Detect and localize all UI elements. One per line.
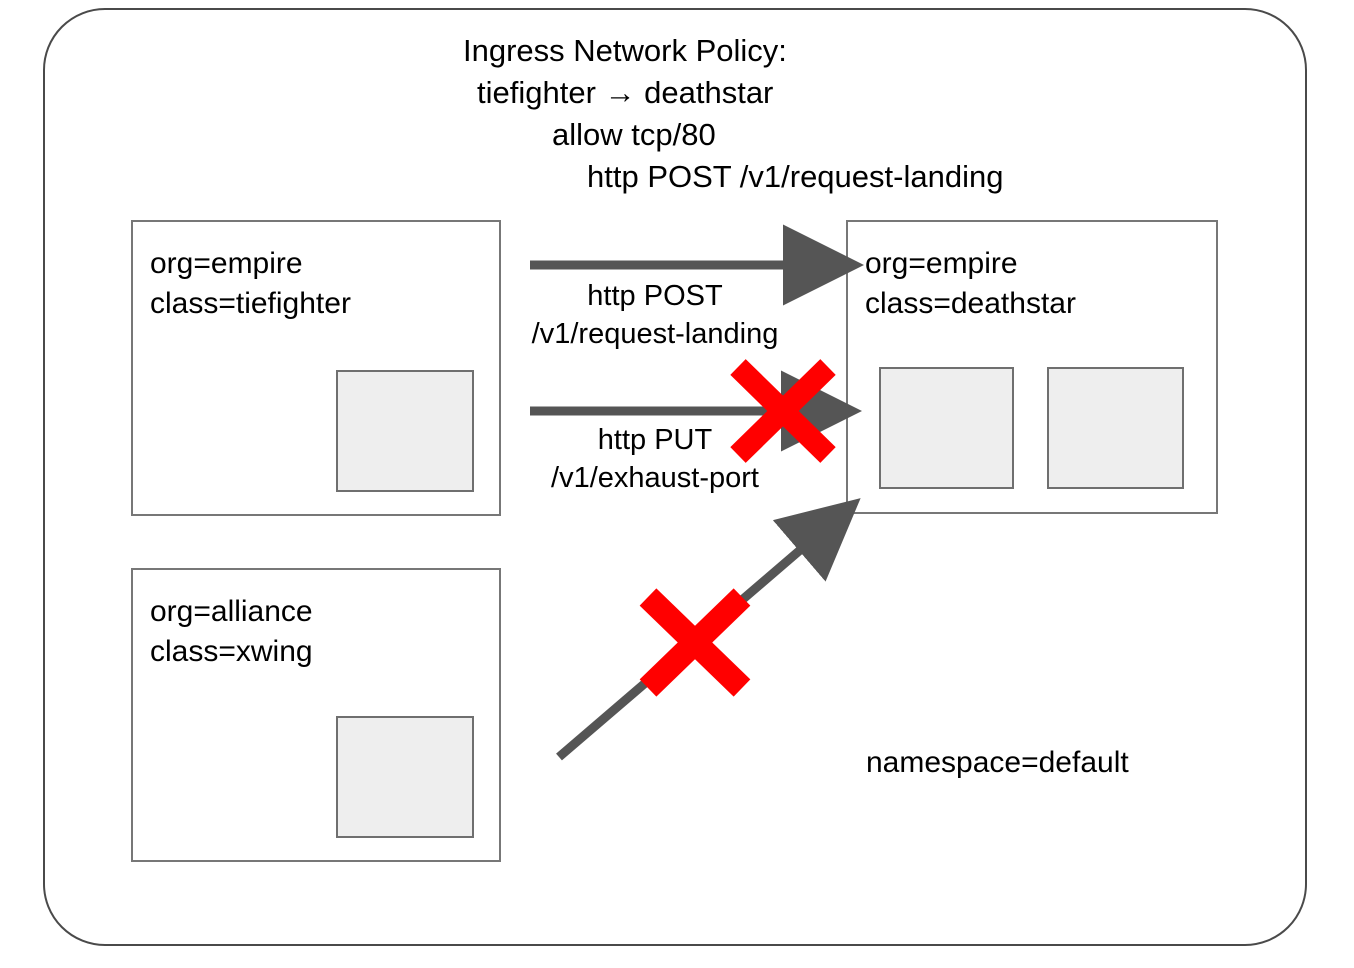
endpoint-box-xwing: org=alliance class=xwing	[131, 568, 501, 862]
pod-square	[1047, 367, 1184, 489]
flow-label-post: http POST /v1/request-landing	[500, 277, 810, 353]
endpoint-label-org: org=empire	[865, 247, 1018, 280]
endpoint-labels-deathstar: org=empire class=deathstar	[865, 244, 1076, 324]
policy-title-line-1: Ingress Network Policy:	[463, 33, 787, 68]
flow-label-post-line-1: http POST	[587, 280, 723, 312]
endpoint-label-class: class=deathstar	[865, 287, 1076, 320]
flow-label-put-line-2: /v1/exhaust-port	[551, 462, 759, 494]
endpoint-label-org: org=empire	[150, 247, 303, 280]
endpoint-label-class: class=tiefighter	[150, 287, 351, 320]
endpoint-labels-xwing: org=alliance class=xwing	[150, 592, 313, 672]
endpoint-label-org: org=alliance	[150, 595, 313, 628]
policy-title: Ingress Network Policy: tiefighter → dea…	[455, 30, 1095, 198]
endpoint-box-deathstar: org=empire class=deathstar	[846, 220, 1218, 514]
pod-square	[336, 370, 474, 492]
flow-label-put-line-1: http PUT	[597, 424, 713, 456]
endpoint-box-tiefighter: org=empire class=tiefighter	[131, 220, 501, 516]
pod-square	[879, 367, 1014, 489]
flow-label-post-line-2: /v1/request-landing	[531, 318, 779, 350]
pod-square	[336, 716, 474, 838]
namespace-label: namespace=default	[866, 746, 1129, 779]
policy-title-line-4: http POST /v1/request-landing	[587, 159, 1004, 194]
policy-title-line-3: allow tcp/80	[552, 117, 716, 152]
namespace-boundary	[43, 8, 1307, 946]
flow-label-put: http PUT /v1/exhaust-port	[500, 421, 810, 497]
policy-title-line-2: tiefighter → deathstar	[477, 75, 774, 110]
endpoint-labels-tiefighter: org=empire class=tiefighter	[150, 244, 351, 324]
endpoint-label-class: class=xwing	[150, 635, 313, 668]
